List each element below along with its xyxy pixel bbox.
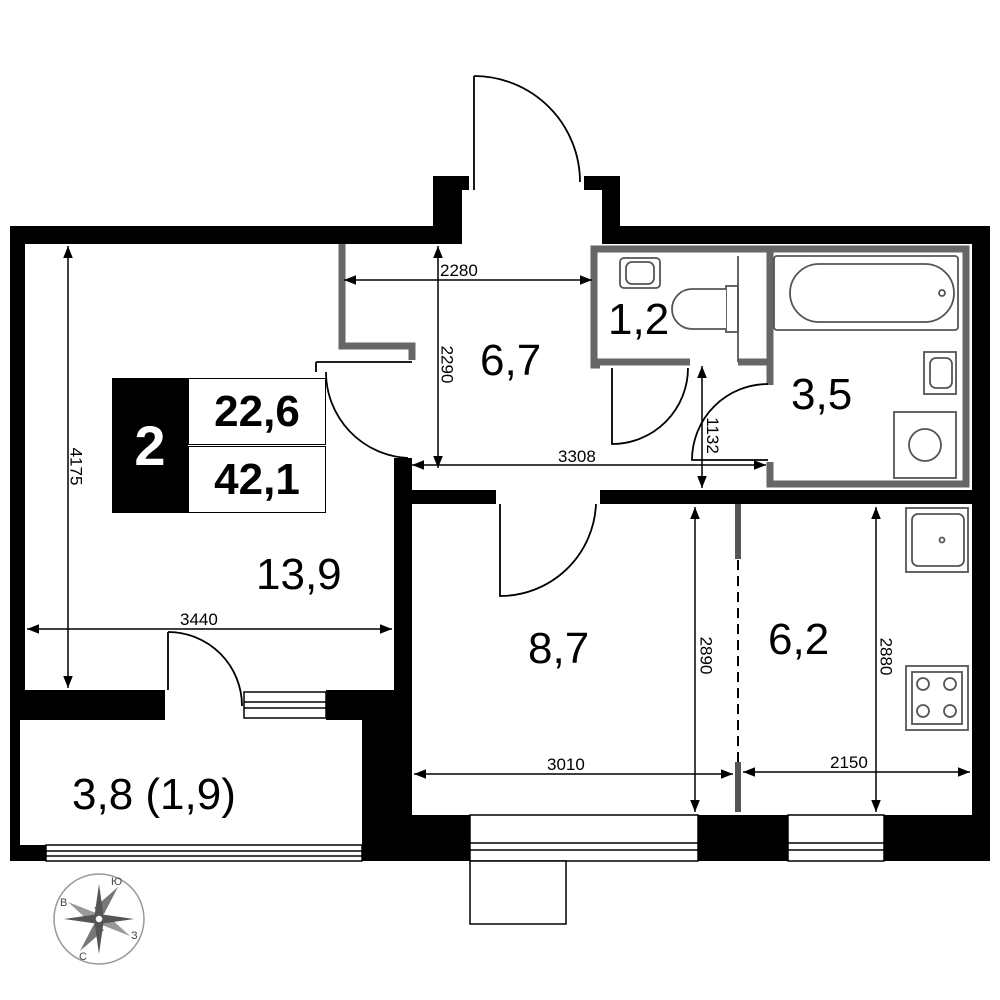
dim-living-height: 4175 (66, 447, 86, 486)
room-area-kitchen: 6,2 (768, 615, 830, 664)
dim-living-width: 3440 (180, 610, 218, 629)
dim-hall-width: 2280 (440, 261, 478, 280)
living-area-total: 22,6 (188, 378, 326, 445)
dim-bedroom-width: 3010 (547, 755, 585, 774)
rooms-count-badge: 2 (112, 378, 188, 513)
room-area-living: 13,9 (256, 550, 342, 599)
room-area-hall: 6,7 (480, 336, 542, 385)
room-area-wc: 1,2 (608, 295, 670, 344)
compass-label-east: В (60, 897, 68, 909)
dim-bedroom-height: 2890 (696, 636, 716, 675)
windows (45, 691, 885, 925)
room-area-bathroom: 3,5 (791, 370, 853, 419)
room-area-balcony: 3,8 (1,9) (72, 770, 236, 819)
compass-rose (53, 873, 145, 965)
bathroom-fixtures (619, 255, 959, 479)
dim-kitchen-width: 2150 (830, 753, 868, 772)
room-area-bedroom: 8,7 (528, 624, 590, 673)
compass-label-west: З (131, 930, 138, 942)
dim-hall-depth: 2290 (437, 345, 457, 384)
dim-corridor-width: 3308 (558, 447, 596, 466)
compass-label-south: Ю (111, 876, 123, 888)
dim-bath-door: 1132 (702, 417, 722, 454)
exterior-walls (10, 176, 990, 861)
dimension-lines (27, 246, 970, 812)
doors (167, 75, 769, 707)
total-area: 42,1 (188, 446, 326, 513)
kitchen-fixtures (905, 507, 969, 731)
compass-label-north: С (79, 951, 87, 963)
dim-kitchen-height: 2880 (876, 637, 896, 676)
interior-walls (338, 244, 972, 812)
